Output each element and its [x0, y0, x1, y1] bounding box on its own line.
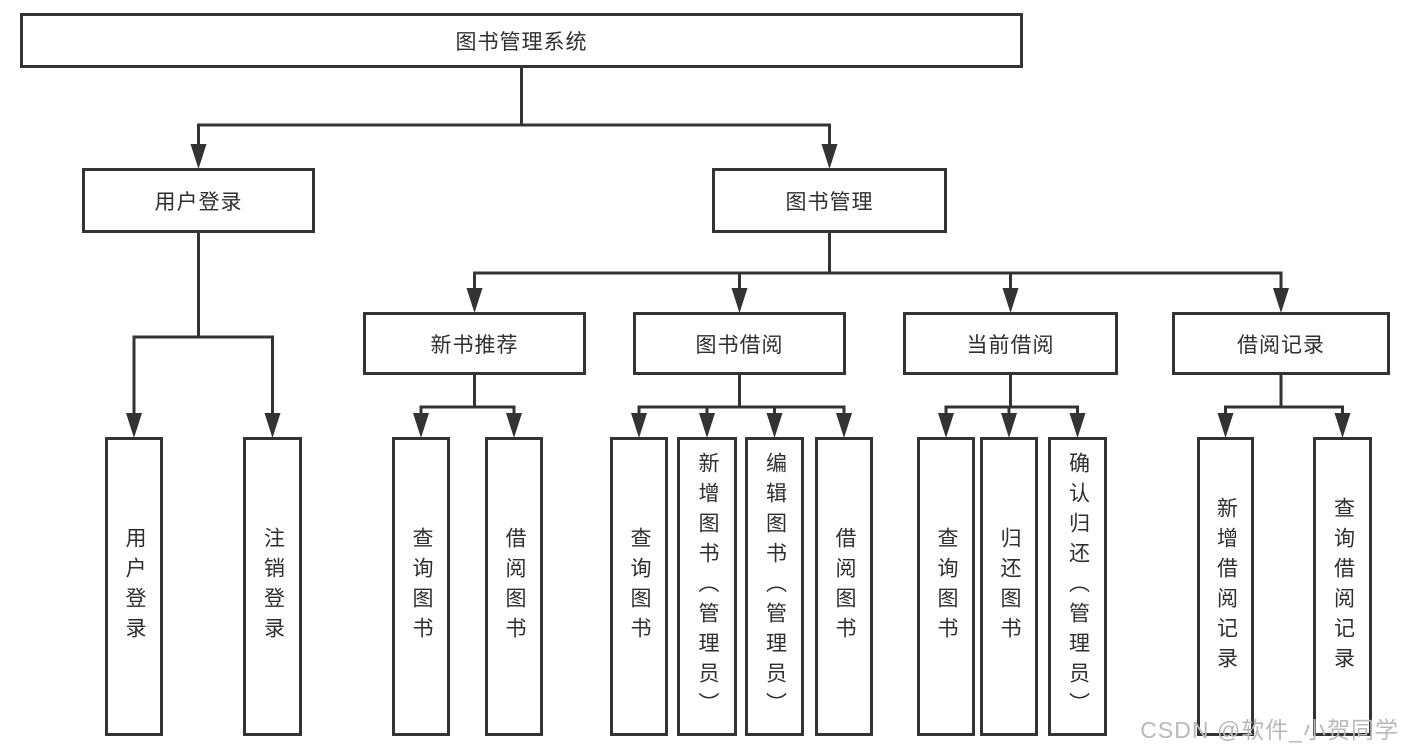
- node-user-login: 用户登录: [82, 168, 315, 233]
- node-label: 借阅图书: [503, 526, 526, 647]
- csdn-watermark: CSDN @软件_小贺同学: [1140, 717, 1399, 743]
- node-label: 用户登录: [123, 526, 146, 647]
- node-borrowing-records: 借阅记录: [1172, 312, 1390, 375]
- node-label: 当前借阅: [966, 333, 1055, 357]
- node-label: 编辑图书（管理员）: [763, 451, 787, 722]
- node-label: 新书推荐: [430, 333, 519, 357]
- node-leaf-user-login: 用户登录: [105, 437, 163, 736]
- node-book-borrowing: 图书借阅: [633, 312, 846, 375]
- node-leaf-logout: 注销登录: [243, 437, 302, 736]
- node-leaf-borrow-books: 借阅图书: [485, 437, 543, 736]
- node-leaf-edit-books-admin: 编辑图书（管理员）: [745, 437, 804, 736]
- node-leaf-borrow-books: 借阅图书: [815, 437, 873, 736]
- node-leaf-query-books: 查询图书: [917, 437, 975, 736]
- node-label: 确认归还（管理员）: [1066, 451, 1090, 722]
- node-label: 归还图书: [998, 526, 1021, 647]
- node-label: 借阅记录: [1237, 333, 1325, 357]
- node-label: 查询图书: [628, 526, 651, 647]
- node-leaf-query-books: 查询图书: [392, 437, 450, 736]
- node-leaf-add-books-admin: 新增图书（管理员）: [677, 437, 737, 736]
- node-label: 图书管理: [785, 190, 874, 214]
- node-label: 查询图书: [410, 526, 433, 647]
- node-library-management-system: 图书管理系统: [20, 13, 1023, 68]
- node-label: 新增借阅记录: [1214, 496, 1238, 677]
- node-leaf-return-books: 归还图书: [980, 437, 1038, 736]
- node-leaf-query-borrow-record: 查询借阅记录: [1313, 437, 1372, 736]
- node-label: 新增图书（管理员）: [696, 451, 719, 722]
- node-label: 查询借阅记录: [1331, 496, 1355, 677]
- node-book-management: 图书管理: [712, 168, 947, 233]
- node-label: 用户登录: [154, 190, 243, 214]
- node-label: 借阅图书: [833, 526, 856, 647]
- node-label: 图书借阅: [695, 333, 784, 357]
- node-new-book-recommendation: 新书推荐: [363, 312, 586, 375]
- node-current-borrowing: 当前借阅: [903, 312, 1118, 375]
- node-label: 注销登录: [261, 526, 285, 647]
- node-leaf-confirm-return-admin: 确认归还（管理员）: [1048, 437, 1107, 736]
- node-label: 查询图书: [935, 526, 958, 647]
- node-leaf-add-borrow-record: 新增借阅记录: [1197, 437, 1254, 736]
- node-leaf-query-books: 查询图书: [610, 437, 668, 736]
- node-label: 图书管理系统: [455, 30, 588, 54]
